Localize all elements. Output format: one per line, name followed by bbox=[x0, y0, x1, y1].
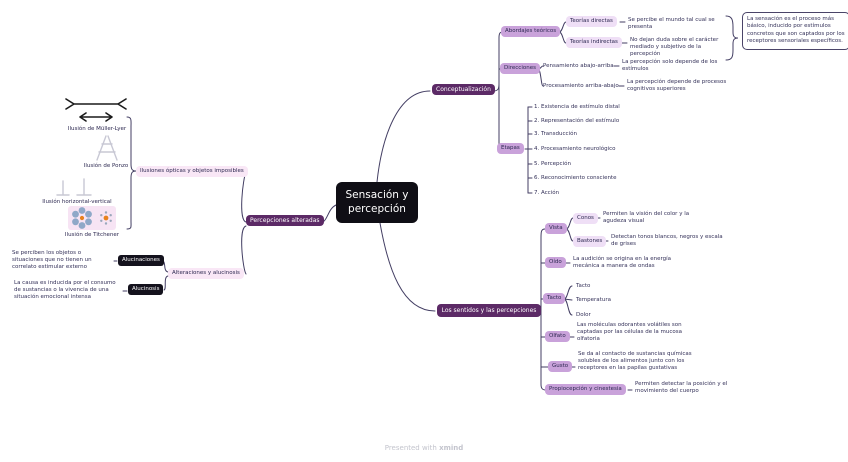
desc-olfato[interactable]: Las moléculas odorantes volátiles son ca… bbox=[577, 322, 682, 343]
topic-pensamiento-abajo-arriba[interactable]: Pensamiento abajo-arriba bbox=[543, 63, 614, 69]
etapa-item-3[interactable]: 3. Transducción bbox=[534, 131, 577, 137]
topic-oido[interactable]: Oído bbox=[545, 257, 566, 268]
tacto-item-tacto[interactable]: Tacto bbox=[576, 283, 591, 289]
topic-bastones[interactable]: Bastones bbox=[573, 236, 607, 247]
desc-pensamiento-abajo-arriba[interactable]: La percepción solo depende de los estímu… bbox=[622, 59, 718, 73]
tacto-item-temperatura[interactable]: Temperatura bbox=[576, 297, 611, 303]
etapa-item-2[interactable]: 2. Representación del estímulo bbox=[534, 118, 620, 124]
etapa-item-1[interactable]: 1. Existencia de estímulo distal bbox=[534, 104, 620, 110]
topic-teorias-directas[interactable]: Teorías directas bbox=[566, 16, 617, 27]
footer-prefix: Presented with bbox=[384, 444, 440, 452]
xmind-footer: Presented with xmind bbox=[0, 444, 848, 452]
label-horizontal-vertical[interactable]: Ilusión horizontal-vertical bbox=[42, 199, 112, 205]
topic-propiocepcion[interactable]: Propiocepción y cinestesia bbox=[545, 384, 626, 395]
desc-alucinosis[interactable]: La causa es inducida por el consumo de s… bbox=[14, 280, 116, 301]
etapa-item-5[interactable]: 5. Percepción bbox=[534, 161, 571, 167]
desc-gusto[interactable]: Se da al contacto de sustancias químicas… bbox=[578, 351, 692, 372]
label-ponzo[interactable]: Ilusión de Ponzo bbox=[83, 163, 129, 169]
desc-procesamiento-arriba-abajo[interactable]: La percepción depende de procesos cognit… bbox=[627, 79, 727, 93]
topic-olfato[interactable]: Olfato bbox=[545, 331, 570, 342]
note-sensacion[interactable]: La sensación es el proceso más básico, i… bbox=[742, 12, 848, 50]
topic-alucinosis[interactable]: Alucinosis bbox=[128, 284, 164, 295]
topic-tacto[interactable]: Tacto bbox=[543, 293, 566, 304]
topic-teorias-indirectas[interactable]: Teorías indirectas bbox=[566, 37, 622, 48]
topic-alucinaciones[interactable]: Alucinaciones bbox=[118, 255, 164, 266]
branch-conceptualizacion[interactable]: Conceptualización bbox=[432, 84, 495, 96]
topic-gusto[interactable]: Gusto bbox=[548, 361, 573, 372]
desc-bastones[interactable]: Detectan tonos blancos, negros y escala … bbox=[611, 234, 723, 248]
label-titchener[interactable]: Ilusión de Titchener bbox=[64, 232, 120, 238]
topic-ilusiones-opticas[interactable]: Ilusiones ópticas y objetos imposibles bbox=[136, 166, 248, 177]
tacto-item-dolor[interactable]: Dolor bbox=[576, 312, 591, 318]
topic-procesamiento-arriba-abajo[interactable]: Procesamiento arriba-abajo bbox=[543, 83, 619, 89]
desc-teorias-directas[interactable]: Se percibe el mundo tal cual se presenta bbox=[628, 17, 715, 31]
topic-alteraciones[interactable]: Alteraciones y alucinosis bbox=[168, 268, 244, 279]
etapa-item-7[interactable]: 7. Acción bbox=[534, 190, 560, 196]
desc-conos[interactable]: Permiten la visión del color y la agudez… bbox=[603, 211, 690, 225]
titchener-circles-icon bbox=[68, 206, 116, 230]
desc-propiocepcion[interactable]: Permiten detectar la posición y el movim… bbox=[635, 381, 728, 395]
topic-direcciones[interactable]: Direcciones bbox=[500, 63, 540, 74]
branch-los-sentidos[interactable]: Los sentidos y las percepciones bbox=[437, 304, 541, 318]
desc-oido[interactable]: La audición se origina en la energía mec… bbox=[573, 256, 672, 270]
xmind-brand: xmind bbox=[439, 444, 464, 452]
muller-lyer-icon bbox=[65, 98, 127, 122]
label-muller-lyer[interactable]: Ilusión de Müller-Lyer bbox=[67, 126, 127, 132]
etapa-item-6[interactable]: 6. Reconocimiento consciente bbox=[534, 175, 617, 181]
topic-abordajes-teoricos[interactable]: Abordajes teóricos bbox=[501, 26, 561, 37]
topic-etapas[interactable]: Etapas bbox=[497, 143, 524, 154]
ponzo-icon bbox=[96, 135, 118, 161]
horizontal-vertical-icon bbox=[56, 178, 92, 196]
central-topic[interactable]: Sensación y percepción bbox=[336, 182, 418, 223]
desc-teorias-indirectas[interactable]: No dejan duda sobre el carácter mediado … bbox=[630, 37, 719, 58]
etapa-item-4[interactable]: 4. Procesamiento neurológico bbox=[534, 146, 616, 152]
branch-percepciones-alteradas[interactable]: Percepciones alteradas bbox=[246, 215, 324, 227]
desc-alucinaciones[interactable]: Se perciben los objetos o situaciones qu… bbox=[12, 250, 92, 271]
topic-vista[interactable]: Vista bbox=[545, 223, 567, 234]
topic-conos[interactable]: Conos bbox=[573, 213, 598, 224]
